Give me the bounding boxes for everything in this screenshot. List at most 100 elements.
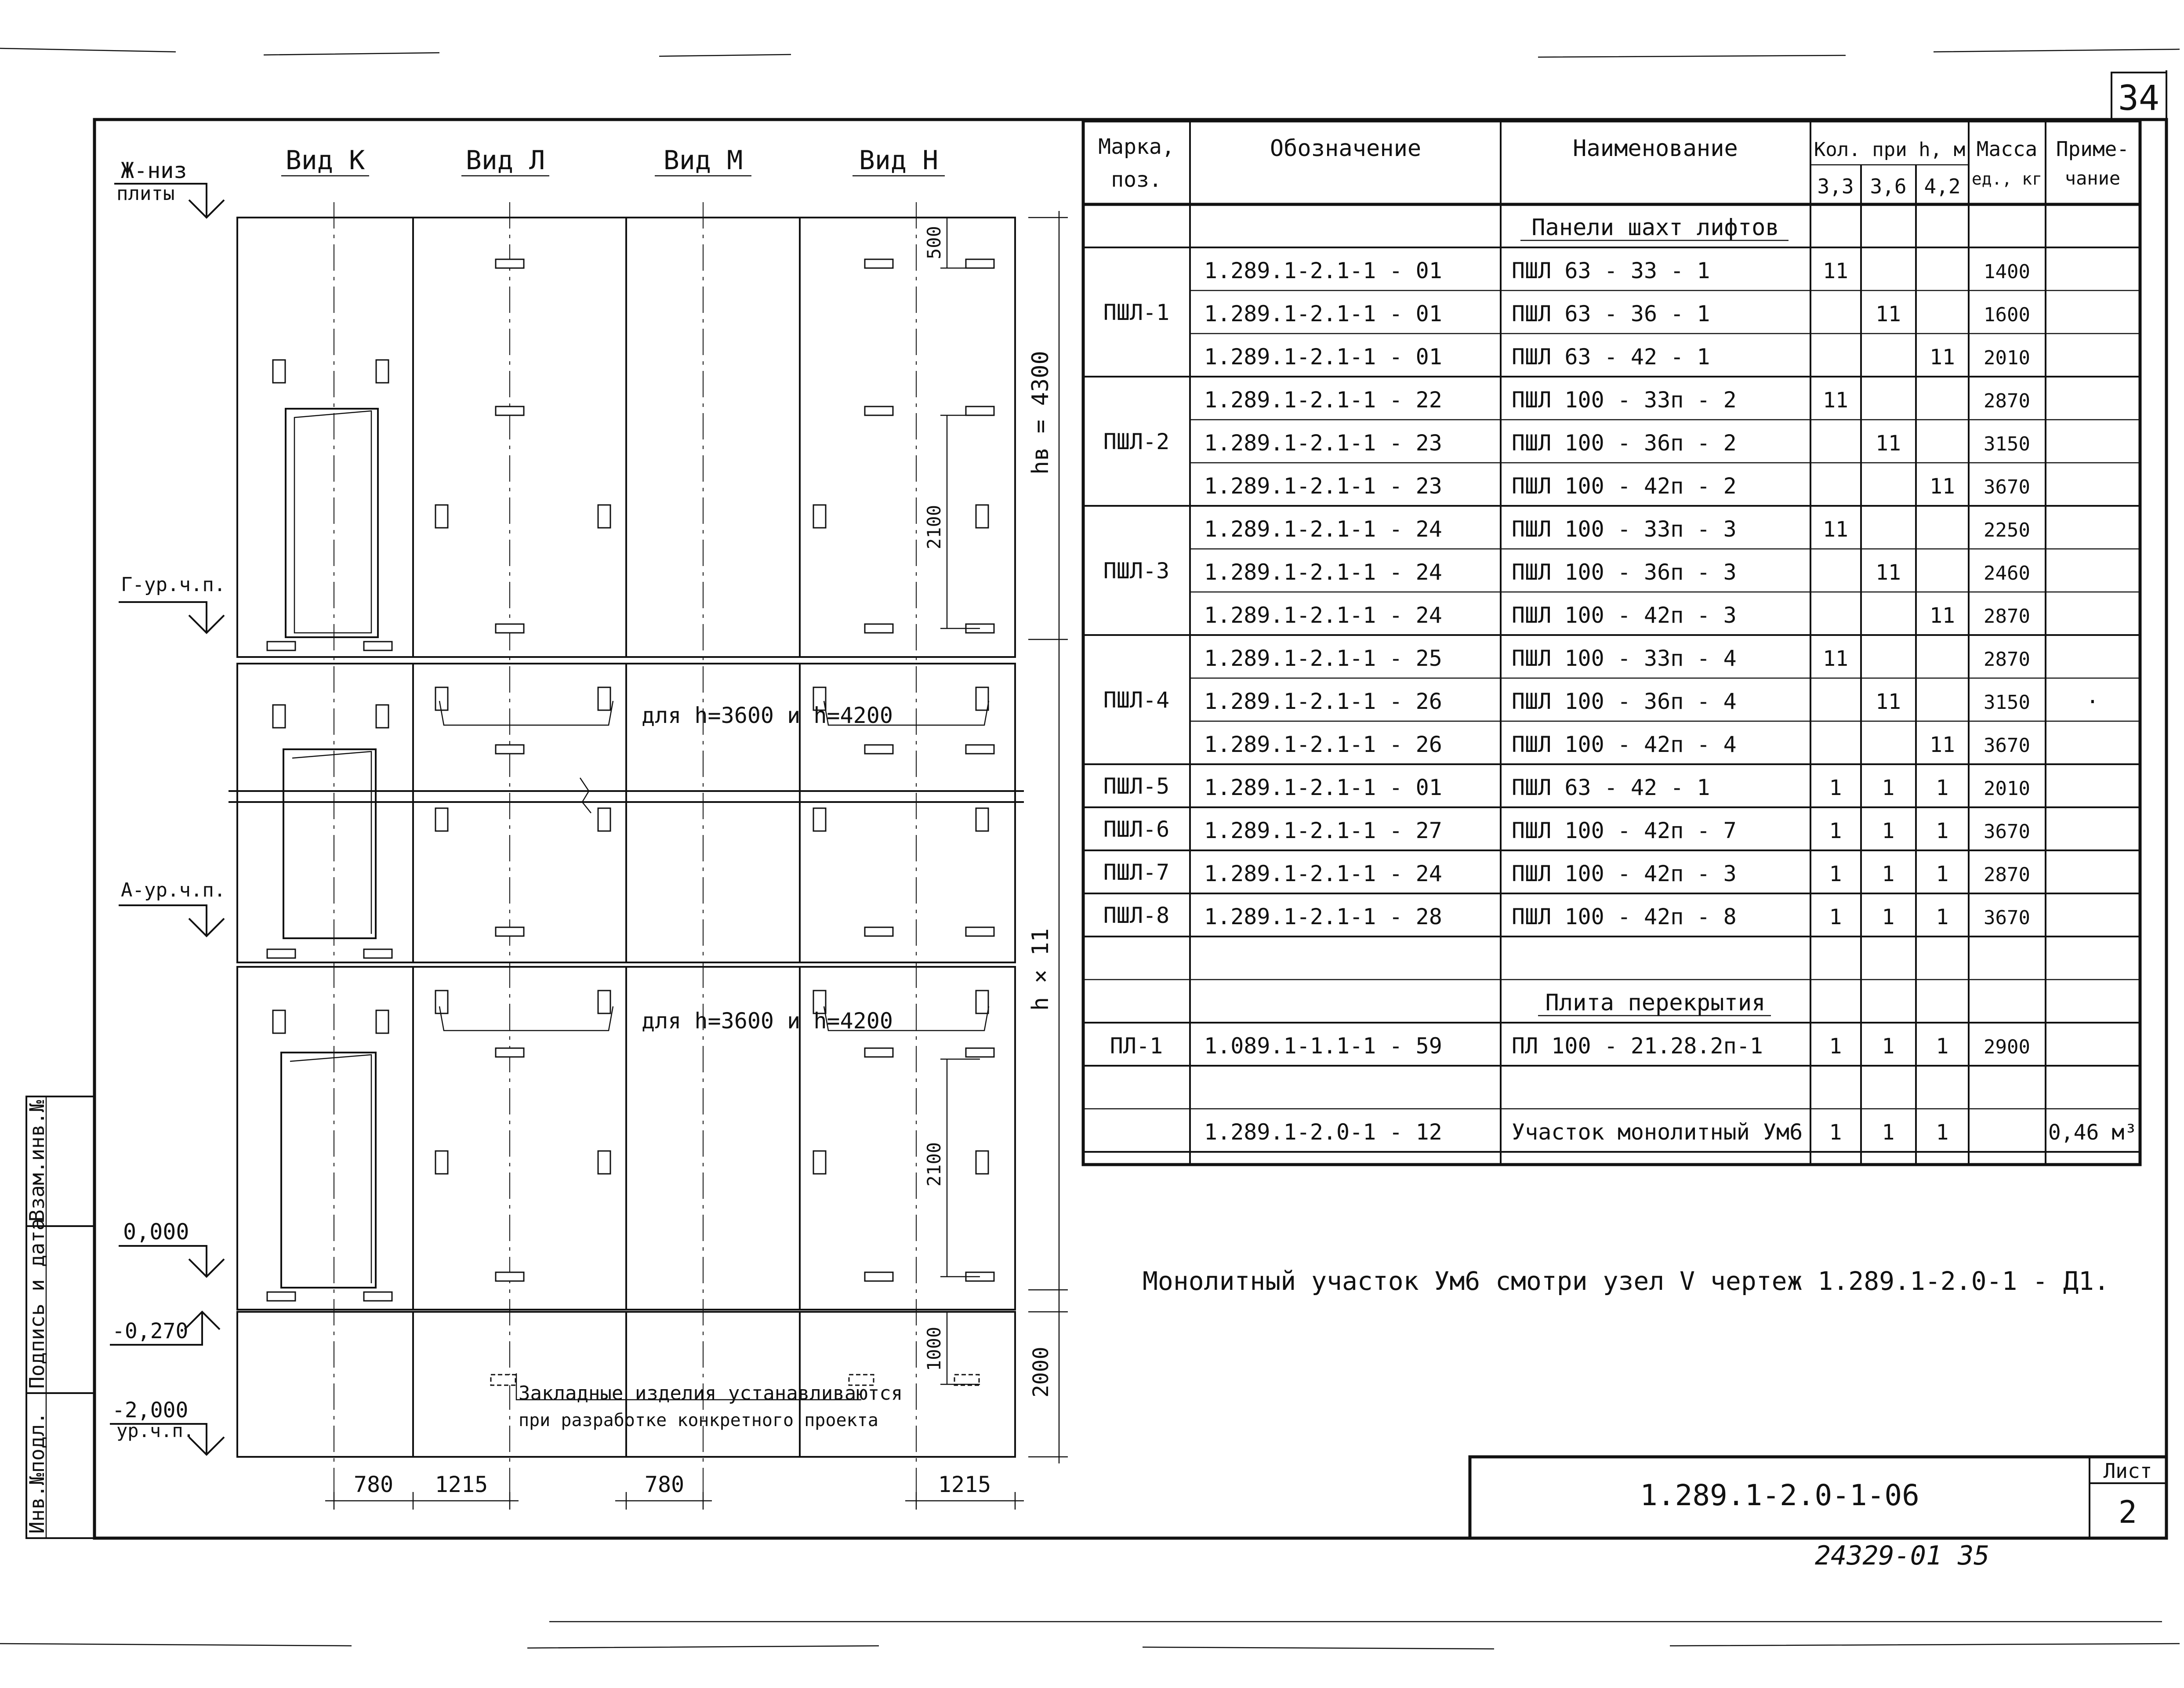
level-top-sub: плиты	[116, 182, 174, 205]
embed-plate	[495, 1047, 525, 1058]
cell-qty-42: 1	[1936, 1120, 1949, 1145]
cell-qty-33: 1	[1829, 905, 1842, 929]
embed-plate	[813, 807, 827, 832]
cell-qty-42: 11	[1930, 345, 1955, 370]
cell-designation: 1.289.1-2.1-1 - 25	[1204, 646, 1442, 671]
cell-designation: 1.289.1-2.1-1 - 01	[1204, 301, 1442, 327]
cell-mass: 2250	[1984, 519, 2030, 541]
dimension-lines: hв = 4300 h × 11 2000 500 2100 2100 1000…	[325, 211, 1068, 1510]
embed-plate	[864, 258, 894, 269]
door-openings	[280, 408, 379, 1289]
embed-plate	[965, 406, 995, 416]
note-embedded-line-1: Закладные изделия устанавливаются	[519, 1382, 903, 1405]
level-minus-0270: -0,270	[112, 1319, 188, 1343]
embed-plate	[495, 258, 525, 269]
embed-plate-dashed	[490, 1374, 516, 1386]
cell-qty-42: 11	[1930, 733, 1955, 757]
cell-name: ПШЛ 63 - 42 - 1	[1512, 344, 1710, 370]
stamp-replace-inventory: Взам.инв.№	[25, 1100, 49, 1222]
dim-1215-right: 1215	[938, 1472, 991, 1497]
level-zero: 0,000	[123, 1219, 189, 1245]
cell-designation: 1.089.1-1.1-1 - 59	[1204, 1033, 1442, 1059]
cell-qty-33: 11	[1823, 259, 1848, 283]
title-block: Лист 2 1.289.1-2.0-1-06	[1468, 1455, 2168, 1540]
embed-plate	[435, 1150, 449, 1175]
dim-1000: 1000	[923, 1327, 945, 1371]
embedded-items	[266, 258, 995, 1386]
cell-qty-36: 11	[1876, 431, 1901, 456]
section-title-slab: Плита перекрытия	[1545, 990, 1766, 1016]
dim-2000: 2000	[1029, 1347, 1053, 1398]
note-embedded-line-2: при разработке конкретного проекта	[519, 1410, 878, 1430]
cell-mass: 2870	[1984, 605, 2030, 628]
cell-qty-36: 11	[1876, 302, 1901, 327]
embed-plate	[597, 807, 611, 832]
dim-hv: hв = 4300	[1027, 351, 1054, 475]
sheet-number: 34	[2118, 79, 2159, 118]
embed-plate	[597, 990, 611, 1014]
table-body: Панели шахт лифтов 1.289.1-2.1-1 - 01 ПШЛ …	[1083, 214, 2140, 1153]
cell-qty-33: 1	[1829, 776, 1842, 800]
level-top: Ж-низ	[121, 158, 187, 183]
cell-name: ПШЛ 100 - 42п - 2	[1512, 473, 1737, 499]
level-a: А-ур.ч.п.	[121, 879, 225, 901]
cell-mass: 2870	[1984, 864, 2030, 886]
th-qty-42: 4,2	[1924, 174, 1960, 198]
level-minus-2000: -2,000	[112, 1398, 188, 1423]
dim-2100-lower: 2100	[923, 1142, 945, 1187]
embed-plate	[495, 623, 525, 634]
embed-plate	[375, 359, 389, 384]
cell-qty-33: 11	[1823, 646, 1848, 671]
embed-plate	[266, 948, 296, 959]
cell-qty-33: 11	[1823, 517, 1848, 542]
dim-2100-upper: 2100	[923, 505, 945, 549]
cell-name: ПШЛ 100 - 42п - 3	[1512, 603, 1737, 628]
scan-edges	[0, 47, 2180, 1650]
cell-mass: 2010	[1984, 347, 2030, 369]
embed-plate	[597, 1150, 611, 1175]
cell-mass: 3670	[1984, 734, 2030, 757]
cell-mark: ПШЛ-7	[1103, 860, 1170, 885]
embed-plate	[363, 1291, 393, 1302]
cell-qty-42: 1	[1936, 1034, 1949, 1059]
cell-name: ПШЛ 100 - 36п - 4	[1512, 689, 1737, 714]
th-qty-33: 3,3	[1817, 174, 1854, 198]
axis-lines	[334, 202, 917, 1507]
cell-mass: 2460	[1984, 562, 2030, 584]
embed-plate	[375, 1009, 389, 1034]
embed-plate-dashed	[848, 1374, 874, 1386]
embed-plate	[864, 623, 894, 634]
cell-name: ПШЛ 63 - 33 - 1	[1512, 258, 1710, 283]
cell-name: ПШЛ 100 - 42п - 8	[1512, 904, 1737, 929]
cell-mark: ПШЛ-3	[1103, 558, 1170, 584]
embed-plate	[435, 807, 449, 832]
embed-plate	[975, 990, 989, 1014]
cell-qty-36: 1	[1882, 776, 1895, 800]
embed-plate	[272, 359, 286, 384]
level-g: Г-ур.ч.п.	[121, 574, 225, 596]
cell-name: ПШЛ 100 - 42п - 7	[1512, 818, 1737, 843]
cell-mass: 2870	[1984, 390, 2030, 412]
embed-plate	[597, 504, 611, 529]
embed-plate	[965, 926, 995, 937]
cell-designation: 1.289.1-2.1-1 - 24	[1204, 516, 1442, 542]
cell-note: 0,46 м³	[2048, 1120, 2137, 1145]
embed-plate	[975, 686, 989, 711]
embed-plate	[495, 406, 525, 416]
embed-plate	[965, 744, 995, 755]
panel-bands	[229, 217, 1024, 1458]
cell-qty-42: 1	[1936, 776, 1949, 800]
embed-plate	[975, 807, 989, 832]
view-title-m: Вид М	[664, 145, 743, 176]
dim-h-times-11: h × 11	[1027, 928, 1054, 1011]
cell-qty-36: 1	[1882, 862, 1895, 886]
cell-qty-36: 1	[1882, 1120, 1895, 1145]
th-note-sub: чание	[2065, 167, 2120, 189]
section-title-panels: Панели шахт лифтов	[1531, 214, 1779, 241]
cell-designation: 1.289.1-2.1-1 - 24	[1204, 559, 1442, 585]
cell-name: ПШЛ 100 - 36п - 3	[1512, 559, 1737, 585]
th-mass-sub: ед., кг	[1972, 169, 2042, 189]
dim-780-right: 780	[645, 1472, 684, 1497]
cell-name: ПШЛ 100 - 33п - 3	[1512, 516, 1737, 542]
note-for-h-lower: для h=3600 и h=4200	[642, 1008, 893, 1034]
